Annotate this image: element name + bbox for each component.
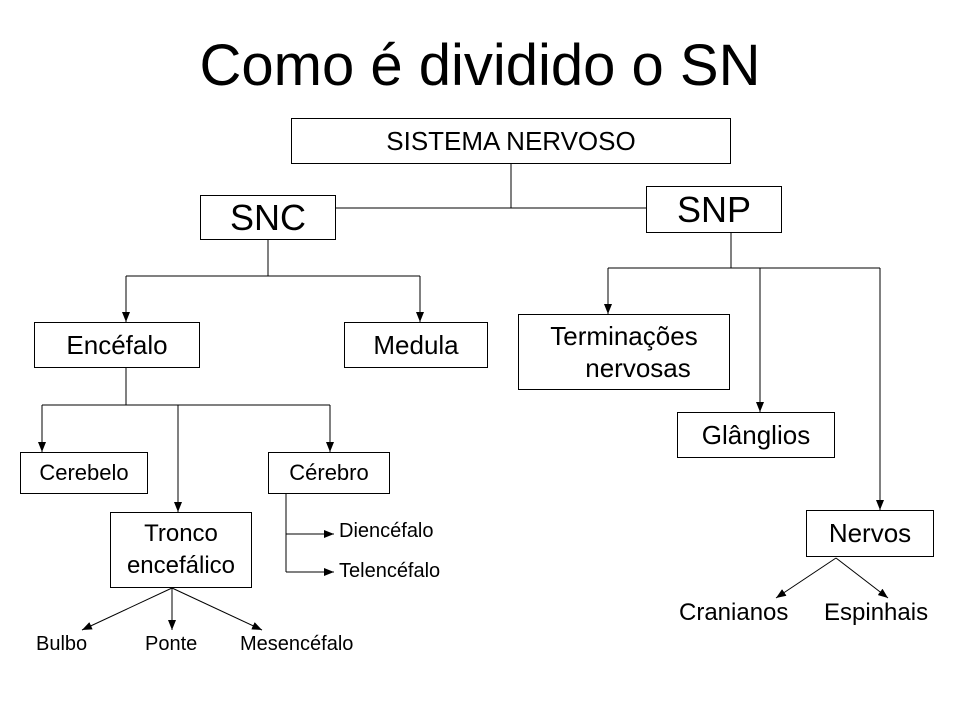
label-mesencefalo: Mesencéfalo xyxy=(240,633,354,655)
node-glanglios-label: Glânglios xyxy=(701,419,811,450)
node-sistema-nervoso-label: SISTEMA NERVOSO xyxy=(386,125,636,156)
slide-title: Como é dividido o SN xyxy=(199,33,761,98)
label-diencefalo: Diencéfalo xyxy=(339,520,434,542)
label-cranianos: Cranianos xyxy=(679,599,789,626)
node-tronco-line1: Tronco xyxy=(144,520,218,547)
node-tronco-line2: encefálico xyxy=(126,552,236,579)
label-ponte: Ponte xyxy=(145,633,198,655)
node-sistema-nervoso: SISTEMA NERVOSO xyxy=(291,118,731,164)
node-snc-label: SNC xyxy=(229,196,306,238)
node-encefalo: Encéfalo xyxy=(34,322,200,368)
node-snc: SNC xyxy=(200,195,336,240)
node-encefalo-label: Encéfalo xyxy=(66,329,168,360)
arrow-to-bulbo xyxy=(81,587,173,631)
node-glanglios: Glânglios xyxy=(677,412,835,458)
arrow-to-mesencefalo xyxy=(171,587,263,631)
node-cerebro-label: Cérebro xyxy=(289,460,369,485)
arrow-to-espinhais xyxy=(835,557,889,599)
node-terminacoes-line1: Terminações xyxy=(550,321,698,351)
node-snp: SNP xyxy=(646,186,782,233)
node-medula: Medula xyxy=(344,322,488,368)
label-bulbo: Bulbo xyxy=(36,633,88,655)
label-espinhais: Espinhais xyxy=(824,599,929,626)
node-medula-label: Medula xyxy=(373,329,459,360)
arrow-to-cranianos xyxy=(775,557,837,599)
node-terminacoes-line2: nervosas xyxy=(585,353,691,383)
label-telencefalo: Telencéfalo xyxy=(339,560,441,582)
node-nervos-label: Nervos xyxy=(828,518,912,548)
node-cerebelo: Cerebelo xyxy=(20,452,148,494)
node-cerebro: Cérebro xyxy=(268,452,390,494)
node-snp-label: SNP xyxy=(676,188,752,230)
node-tronco-encefalico: Tronco encefálico xyxy=(110,512,252,588)
node-terminacoes-nervosas: Terminações nervosas xyxy=(518,314,730,390)
node-cerebelo-label: Cerebelo xyxy=(39,460,129,485)
node-nervos: Nervos xyxy=(806,510,934,557)
